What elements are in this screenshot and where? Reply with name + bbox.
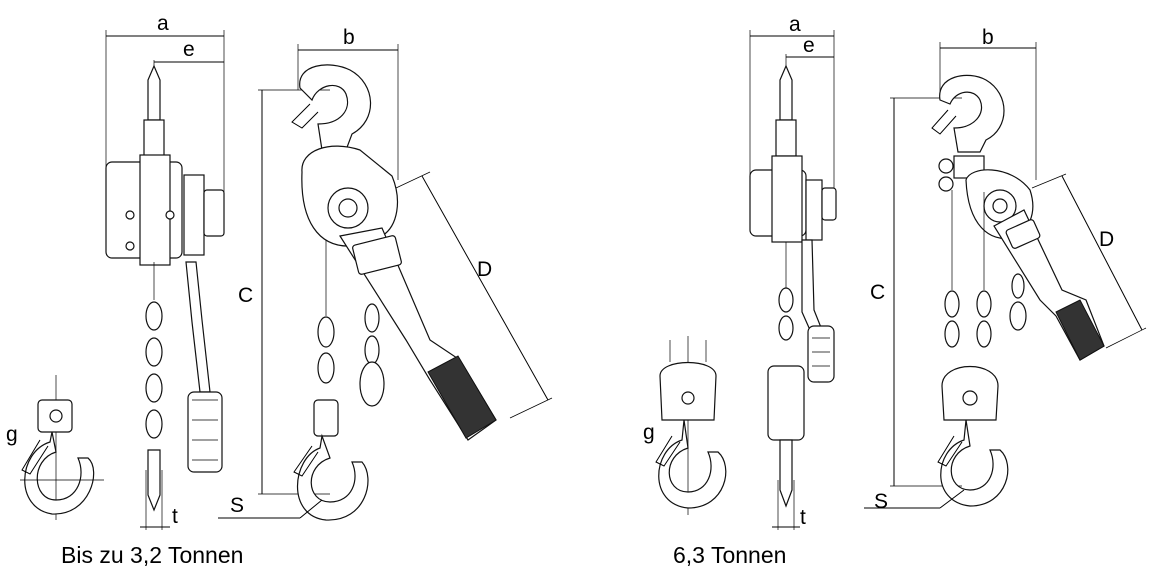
caption-small: Bis zu 3,2 Tonnen <box>61 542 243 568</box>
dim-label-s: S <box>230 494 244 517</box>
dim-label-c: C <box>238 284 253 307</box>
drawing-group-small: g a e <box>6 12 553 568</box>
dim-label-e: e <box>183 38 195 61</box>
dim-label-a-large: a <box>789 13 801 36</box>
dim-label-s-large: S <box>874 490 888 513</box>
dim-label-g-large: g <box>643 421 655 444</box>
lever-grip <box>427 355 497 439</box>
side-view-small: a e <box>105 12 225 530</box>
dim-label-e-large: e <box>803 34 815 57</box>
hook-detail-small: g <box>6 375 104 520</box>
dim-label-c-large: C <box>870 281 885 304</box>
load-chain-front-large <box>944 190 1027 348</box>
dim-label-b: b <box>343 26 355 49</box>
dim-label-d: D <box>477 258 492 281</box>
lever-grip-large <box>1055 299 1105 361</box>
dim-label-t-large: t <box>800 506 806 529</box>
dim-label-a: a <box>157 12 169 35</box>
front-view-large: b C D <box>864 26 1147 513</box>
drawing-group-large: g a e <box>643 13 1147 568</box>
caption-large: 6,3 Tonnen <box>673 542 786 568</box>
dim-label-g: g <box>6 423 18 446</box>
hook-detail-large: g <box>643 336 727 515</box>
dim-label-t: t <box>172 505 178 528</box>
dim-label-d-large: D <box>1099 228 1114 251</box>
load-chain-front <box>317 240 385 407</box>
front-view-small: b C D <box>218 26 553 521</box>
dim-label-b-large: b <box>982 26 994 49</box>
load-chain-side <box>145 262 163 439</box>
side-view-large: a e t <box>749 13 837 530</box>
